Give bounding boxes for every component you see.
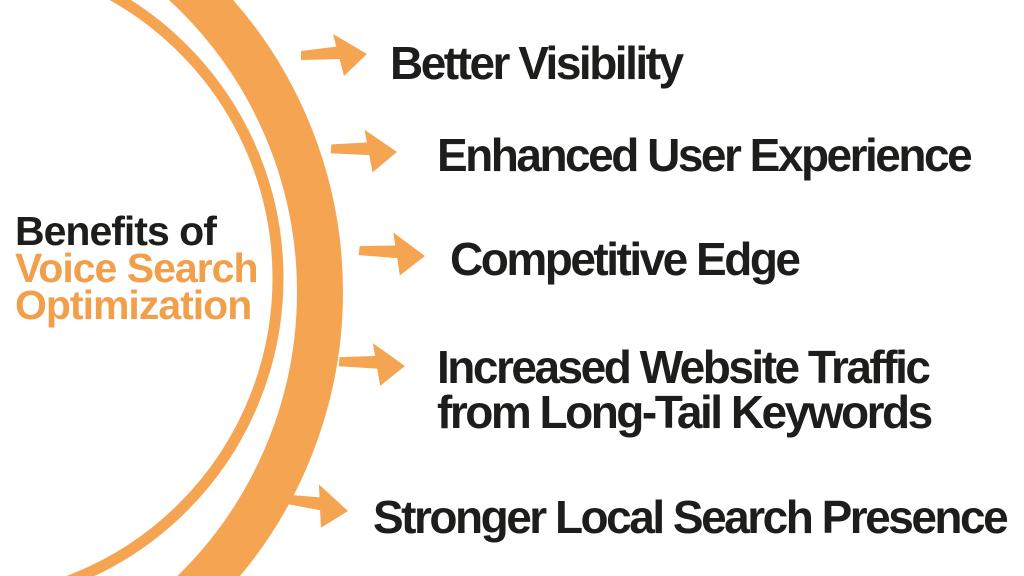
title-line-2: Voice Search [15,245,258,291]
right-arrow-icon [329,127,399,174]
circle-arc-thin [66,0,284,576]
right-arrow-icon [337,340,407,388]
right-arrow-icon [357,229,428,278]
title-line-1: Benefits of [15,208,217,254]
benefit-label-stronger-local-search: Stronger Local Search Presence [373,491,1009,543]
circle-arc-thick [168,0,343,576]
page-title: Benefits of Voice Search Optimization [15,208,258,328]
benefit-label-enhanced-user-experience: Enhanced User Experience [437,129,973,181]
benefit-label-competitive-edge: Competitive Edge [450,233,801,285]
title-line-3: Optimization [15,282,252,328]
benefit-label-better-visibility: Better Visibility [390,37,684,89]
benefit-label-increased-website-traffic: Increased Website Traffic from Long-Tail… [437,341,933,438]
right-arrow-icon [301,34,367,76]
